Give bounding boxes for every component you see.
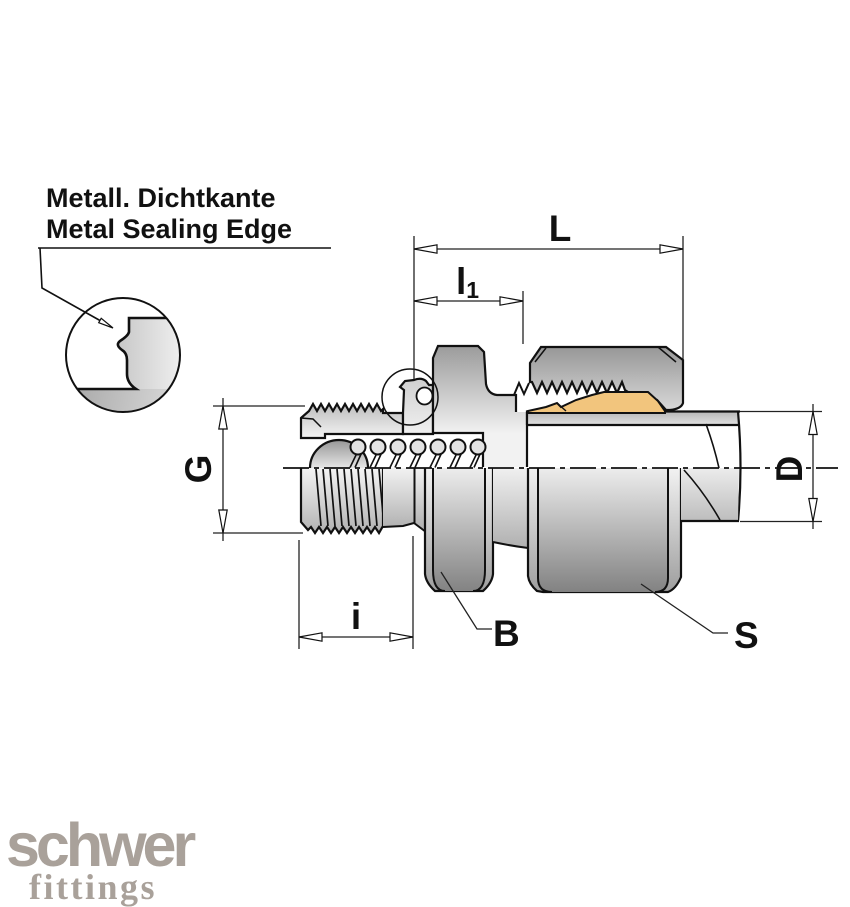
cutting-ring-notch-line [556, 402, 567, 412]
detail-material [117, 318, 180, 389]
detail-sealing-edge-profile [66, 316, 168, 391]
dimension-labels: L l1 G D i B S [178, 208, 810, 656]
stud-thread-section [299, 401, 405, 440]
dim-arrow-icon [413, 296, 438, 306]
fitting-lower-external [299, 468, 739, 594]
dim-arrow-icon [659, 244, 684, 254]
dim-arrow-icon [298, 632, 323, 642]
tube-end-curve [736, 411, 742, 522]
nut-front-flat [538, 468, 668, 592]
label-D: D [769, 456, 810, 483]
body-hex-flat-edges [432, 468, 486, 592]
spring-coil [409, 438, 427, 468]
annotation-line-2: Metal Sealing Edge [46, 214, 292, 244]
dim-arrow-icon [808, 410, 818, 436]
tube-wall-section [527, 411, 740, 425]
leader-line-S [640, 583, 728, 634]
annotation-leader-line [39, 247, 109, 326]
spring-coil [349, 438, 367, 468]
label-G: G [178, 455, 219, 484]
dim-arrow-icon [218, 509, 228, 534]
tube-external [681, 468, 739, 521]
dimension-annotations [213, 236, 822, 649]
label-B: B [493, 613, 520, 654]
collar-undercut-notch [415, 386, 434, 406]
body-hex-section [433, 346, 527, 467]
spring-coil [449, 438, 467, 468]
label-S: S [734, 615, 759, 656]
stud-seat-chamfer-line [300, 417, 322, 428]
annotation-line-1: Metall. Dichtkante [46, 183, 276, 213]
stud-thread-external-outline [299, 468, 385, 536]
tube-break-curve-lower [683, 469, 721, 521]
dim-arrow-icon [413, 244, 438, 254]
nut-chamfer-lines [534, 346, 677, 363]
dim-arrow-icon [218, 405, 228, 430]
spring-coil [389, 438, 407, 468]
valve-dome-outline [308, 438, 370, 469]
collar-external-lines [382, 468, 427, 533]
label-l1: l1 [456, 261, 479, 303]
dim-arrow-icon [389, 632, 414, 642]
label-i: i [351, 596, 361, 637]
body-hex-front-flat [433, 468, 485, 591]
collar-external [383, 468, 426, 532]
spring-coil [369, 438, 387, 468]
tube-break-curve-upper [705, 423, 720, 469]
brand-logo: schwer fittings [6, 811, 199, 907]
nut-silhouette-outline [526, 468, 683, 594]
spring-coil [429, 438, 447, 468]
body-neck-edge [492, 541, 529, 549]
sealing-edge-marker-circle [381, 368, 439, 426]
body-neck [493, 468, 528, 548]
label-L: L [549, 208, 572, 249]
spring-coils [349, 438, 487, 468]
cutting-ring [527, 391, 666, 414]
detail-lower-band [66, 389, 180, 412]
dim-arrow-icon [499, 296, 524, 306]
detail-circle-outline [65, 297, 181, 413]
logo-brand-text: schwer [6, 811, 195, 879]
dim-arrow-icon [808, 497, 818, 523]
leader-line-B [440, 571, 492, 630]
thread-flank-lines [315, 468, 384, 527]
spring-coil [469, 438, 487, 468]
leader-arrowhead-icon [97, 317, 114, 329]
detail-circle-view [65, 297, 181, 413]
sealing-edge-annotation: Metall. Dichtkante Metal Sealing Edge [38, 183, 331, 329]
nut-flat-edges [537, 468, 669, 593]
logo-tagline-text: fittings [29, 867, 157, 907]
sealing-collar-section [398, 377, 435, 436]
body-thread-teeth [513, 380, 530, 397]
